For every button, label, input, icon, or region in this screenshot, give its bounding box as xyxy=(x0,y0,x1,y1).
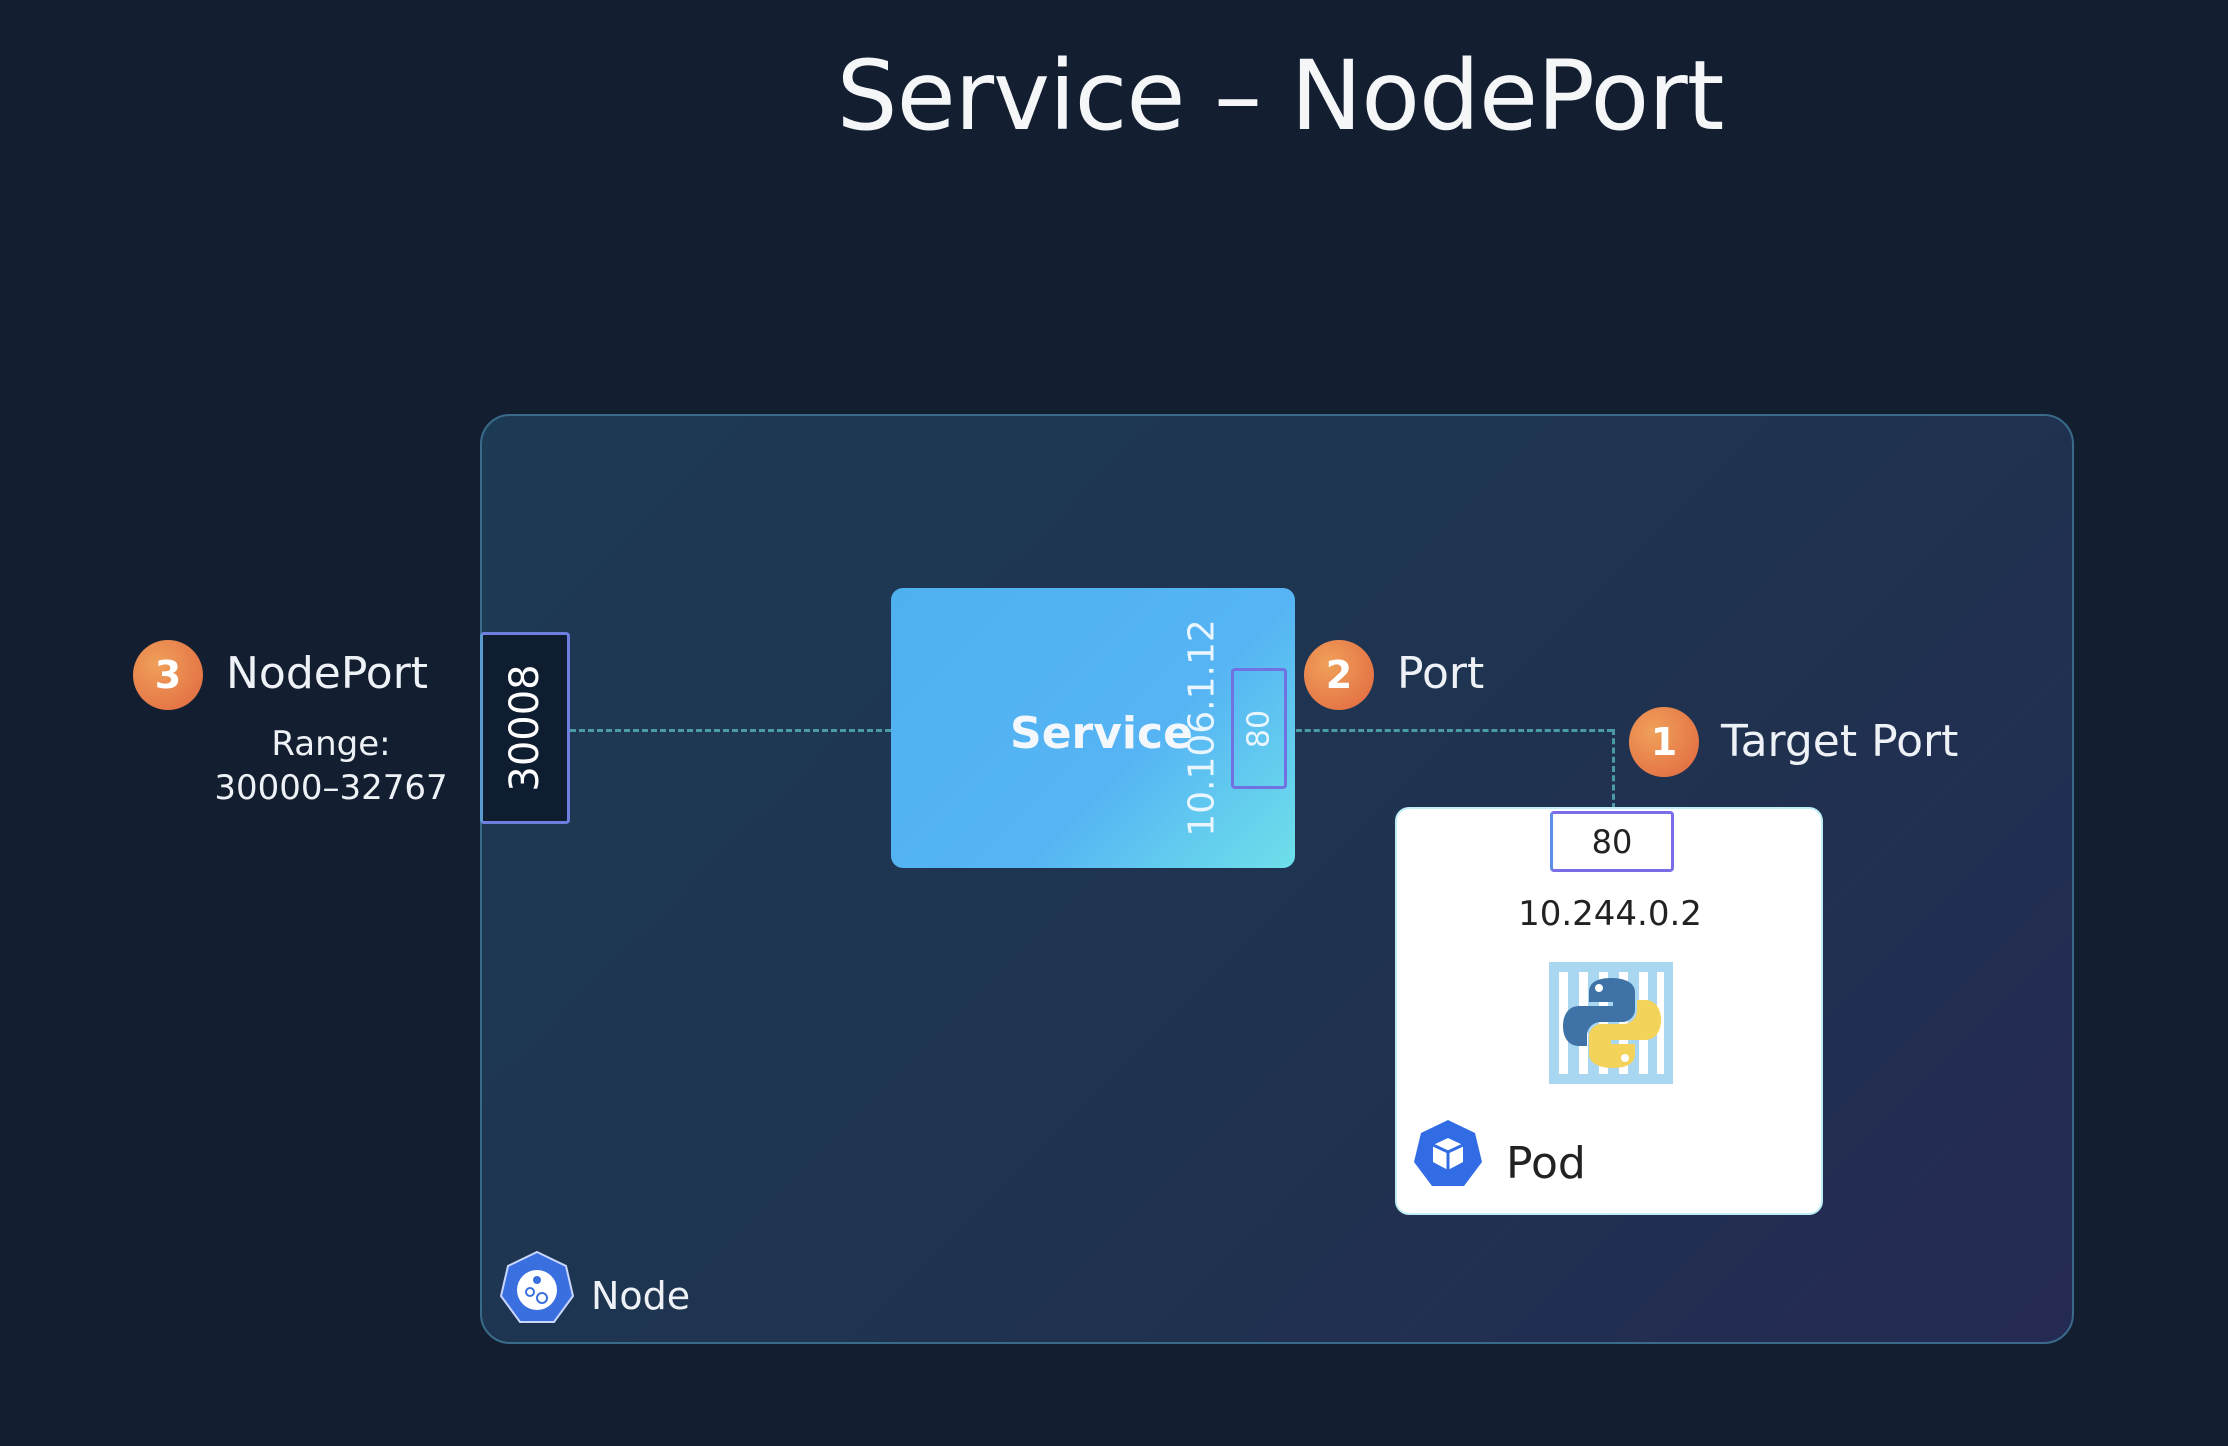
node-box xyxy=(480,414,2074,1344)
service-port-box: 80 xyxy=(1231,668,1287,789)
step-badge-3: 3 xyxy=(133,640,203,710)
pod-label: Pod xyxy=(1506,1138,1586,1189)
step-badge-1: 1 xyxy=(1629,707,1699,777)
pod-ip: 10.244.0.2 xyxy=(1518,894,1702,934)
pod-port-value: 80 xyxy=(1591,822,1633,861)
connector-service-pod xyxy=(1287,729,1613,732)
target-port-label: Target Port xyxy=(1721,716,1959,767)
connector-pod-vertical xyxy=(1612,729,1615,809)
node-label: Node xyxy=(591,1274,691,1318)
nodeport-range-value: 30000–32767 xyxy=(214,768,448,808)
connector-nodeport-service xyxy=(570,729,891,732)
nodeport-port-box: 30008 xyxy=(480,632,570,824)
service-box xyxy=(891,588,1295,868)
nodeport-label: NodePort xyxy=(226,648,429,699)
service-ip-wrap: 10.106.1.12 xyxy=(1172,619,1232,837)
service-label: Service xyxy=(1010,708,1193,759)
node-icon xyxy=(498,1250,576,1328)
step-badge-2: 2 xyxy=(1304,640,1374,710)
page-title: Service – NodePort xyxy=(836,40,1725,152)
python-container-icon xyxy=(1549,962,1673,1084)
nodeport-port-value: 30008 xyxy=(502,664,548,792)
service-port-value: 80 xyxy=(1241,709,1277,748)
nodeport-range-label: Range: xyxy=(271,724,391,764)
service-cluster-ip: 10.106.1.12 xyxy=(1181,619,1223,837)
port-label: Port xyxy=(1397,648,1485,699)
pod-icon xyxy=(1411,1118,1485,1192)
pod-port-box: 80 xyxy=(1550,811,1674,872)
